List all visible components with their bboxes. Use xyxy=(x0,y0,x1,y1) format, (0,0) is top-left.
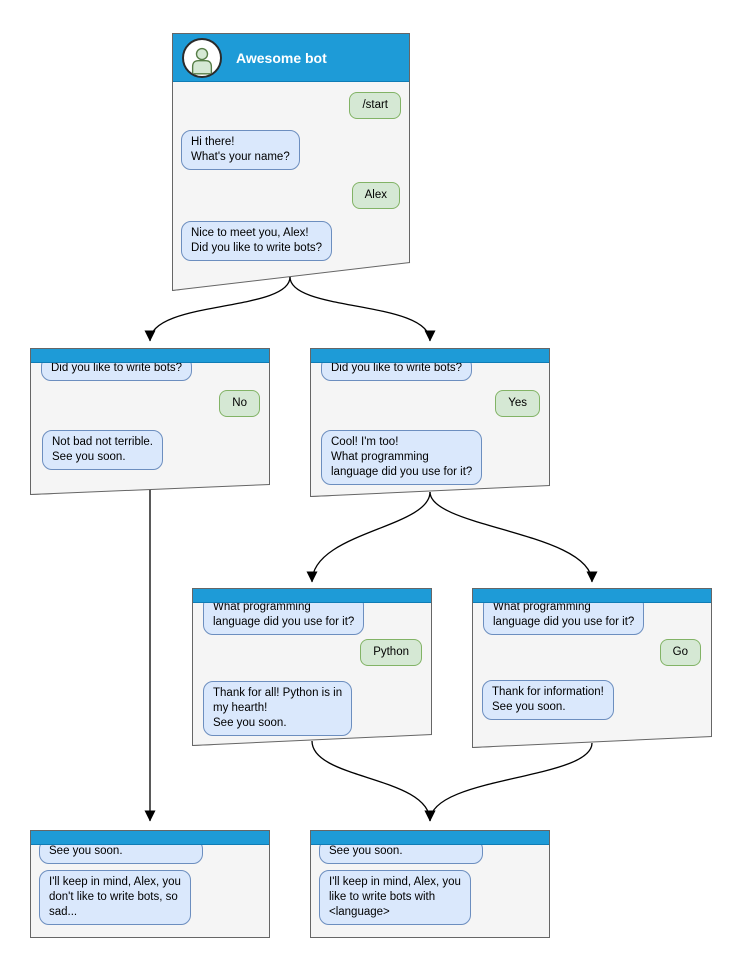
panel-header-bar xyxy=(31,831,269,845)
connector-go-to-end xyxy=(424,742,593,822)
panel-header-bar xyxy=(311,831,549,845)
chat-panel-branch-no: Did you like to write bots? No Not bad n… xyxy=(30,348,270,495)
bot-message-bubble: I'll keep in mind, Alex, you don't like … xyxy=(39,870,191,925)
user-message-bubble: Alex xyxy=(351,182,400,209)
bot-message-bubble: Thank for all! Python is in my hearth! S… xyxy=(203,681,353,736)
chat-panel-end-language: See you soon. I'll keep in mind, Alex, y… xyxy=(310,830,550,938)
user-message-bubble: No xyxy=(219,390,260,417)
bot-message-bubble: Not bad not terrible. See you soon. xyxy=(42,430,164,470)
chat-panel-branch-go: What programming language did you use fo… xyxy=(472,588,712,748)
bot-message-bubble: Thank for information! See you soon. xyxy=(482,680,614,720)
connector-yes-to-python xyxy=(306,491,431,583)
chat-panel-end-no: See you soon. I'll keep in mind, Alex, y… xyxy=(30,830,270,938)
connector-python-to-end xyxy=(311,740,436,822)
bot-message-bubble: Cool! I'm too! What programming language… xyxy=(321,430,483,485)
connector-root-to-yes xyxy=(289,276,436,342)
chat-panel-branch-yes: Did you like to write bots? Yes Cool! I'… xyxy=(310,348,550,497)
connector-root-to-no xyxy=(144,276,291,342)
bot-title: Awesome bot xyxy=(236,49,327,66)
bot-message-bubble: Hi there! What's your name? xyxy=(181,130,300,170)
panel-header-bar xyxy=(193,589,431,603)
chat-panel-branch-python: What programming language did you use fo… xyxy=(192,588,432,746)
user-message-bubble: /start xyxy=(349,92,401,119)
panel-header-bar xyxy=(31,349,269,363)
panel-header-bar xyxy=(311,349,549,363)
user-message-bubble: Go xyxy=(659,639,701,666)
bot-message-bubble: Nice to meet you, Alex! Did you like to … xyxy=(181,221,333,261)
user-message-bubble: Yes xyxy=(495,390,540,417)
chat-panel-root: Awesome bot /start Hi there! What's your… xyxy=(172,33,410,291)
user-message-bubble: Python xyxy=(360,639,422,666)
person-icon xyxy=(191,47,213,74)
panel-header-bar xyxy=(473,589,711,603)
avatar xyxy=(182,37,222,78)
bot-message-bubble: I'll keep in mind, Alex, you like to wri… xyxy=(319,870,471,925)
connector-yes-to-go xyxy=(429,491,598,583)
chat-header: Awesome bot xyxy=(173,34,409,82)
